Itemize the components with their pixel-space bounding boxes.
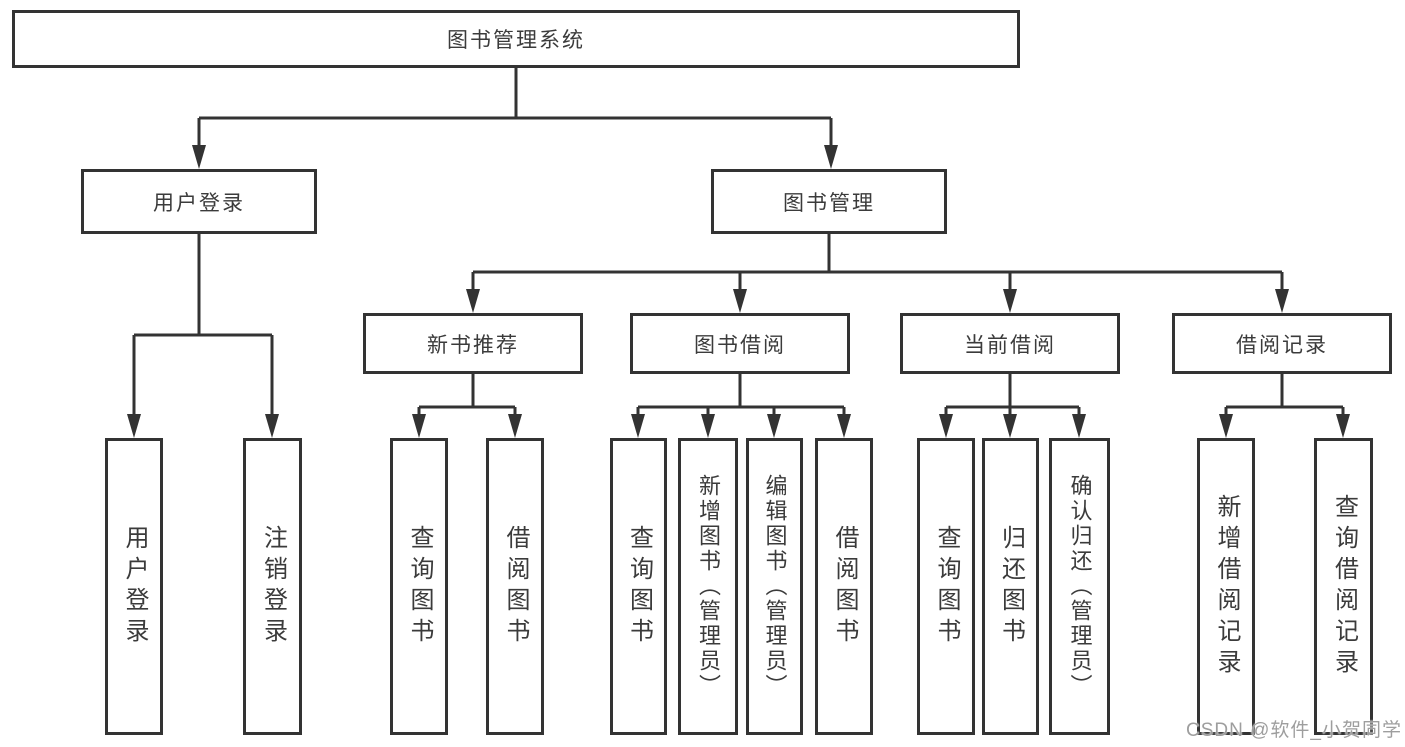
node-user-login-label: 用户登录 [153,191,245,215]
node-root-label: 图书管理系统 [447,29,585,52]
leaf-records-add-label: 新增借阅记录 [1213,493,1240,680]
leaf-records-add: 新增借阅记录 [1197,438,1255,735]
leaf-current-return: 归还图书 [982,438,1039,735]
leaf-user-login-label: 用户登录 [121,524,148,649]
leaf-current-return-label: 归还图书 [997,524,1025,649]
node-current-borrowing: 当前借阅 [900,313,1120,374]
node-book-borrowing-label: 图书借阅 [694,333,786,357]
leaf-current-query-label: 查询图书 [933,524,960,649]
node-root: 图书管理系统 [12,10,1020,68]
leaf-borrowing-query-label: 查询图书 [625,524,653,649]
leaf-borrowing-add-admin: 新增图书（管理员） [678,438,738,735]
leaf-borrowing-query: 查询图书 [610,438,667,735]
leaf-current-confirm-return-admin-label: 确认归还（管理员） [1067,474,1093,699]
node-book-management-label: 图书管理 [783,191,875,215]
node-new-book-recommend: 新书推荐 [363,313,583,374]
leaf-borrowing-borrow: 借阅图书 [815,438,873,735]
leaf-newbooks-query-label: 查询图书 [406,524,433,649]
leaf-records-query: 查询借阅记录 [1314,438,1373,735]
leaf-current-confirm-return-admin: 确认归还（管理员） [1049,438,1110,735]
leaf-newbooks-borrow-label: 借阅图书 [502,524,529,649]
leaf-logout-label: 注销登录 [259,524,287,649]
node-borrowing-records-label: 借阅记录 [1236,333,1328,357]
leaf-current-query: 查询图书 [917,438,975,735]
node-book-borrowing: 图书借阅 [630,313,850,374]
leaf-user-login: 用户登录 [105,438,163,735]
leaf-borrowing-edit-admin-label: 编辑图书（管理员） [762,474,788,699]
leaf-newbooks-query: 查询图书 [390,438,448,735]
leaf-records-query-label: 查询借阅记录 [1330,493,1358,680]
node-current-borrowing-label: 当前借阅 [964,333,1056,357]
leaf-logout: 注销登录 [243,438,302,735]
arrowheads [127,145,1350,438]
leaf-borrowing-add-admin-label: 新增图书（管理员） [696,474,721,699]
node-book-management: 图书管理 [711,169,947,234]
leaf-borrowing-borrow-label: 借阅图书 [831,524,858,649]
leaf-newbooks-borrow: 借阅图书 [486,438,544,735]
node-borrowing-records: 借阅记录 [1172,313,1392,374]
leaf-borrowing-edit-admin: 编辑图书（管理员） [746,438,803,735]
node-user-login: 用户登录 [81,169,317,234]
node-new-book-recommend-label: 新书推荐 [427,333,519,357]
connector-stems [132,68,1345,418]
